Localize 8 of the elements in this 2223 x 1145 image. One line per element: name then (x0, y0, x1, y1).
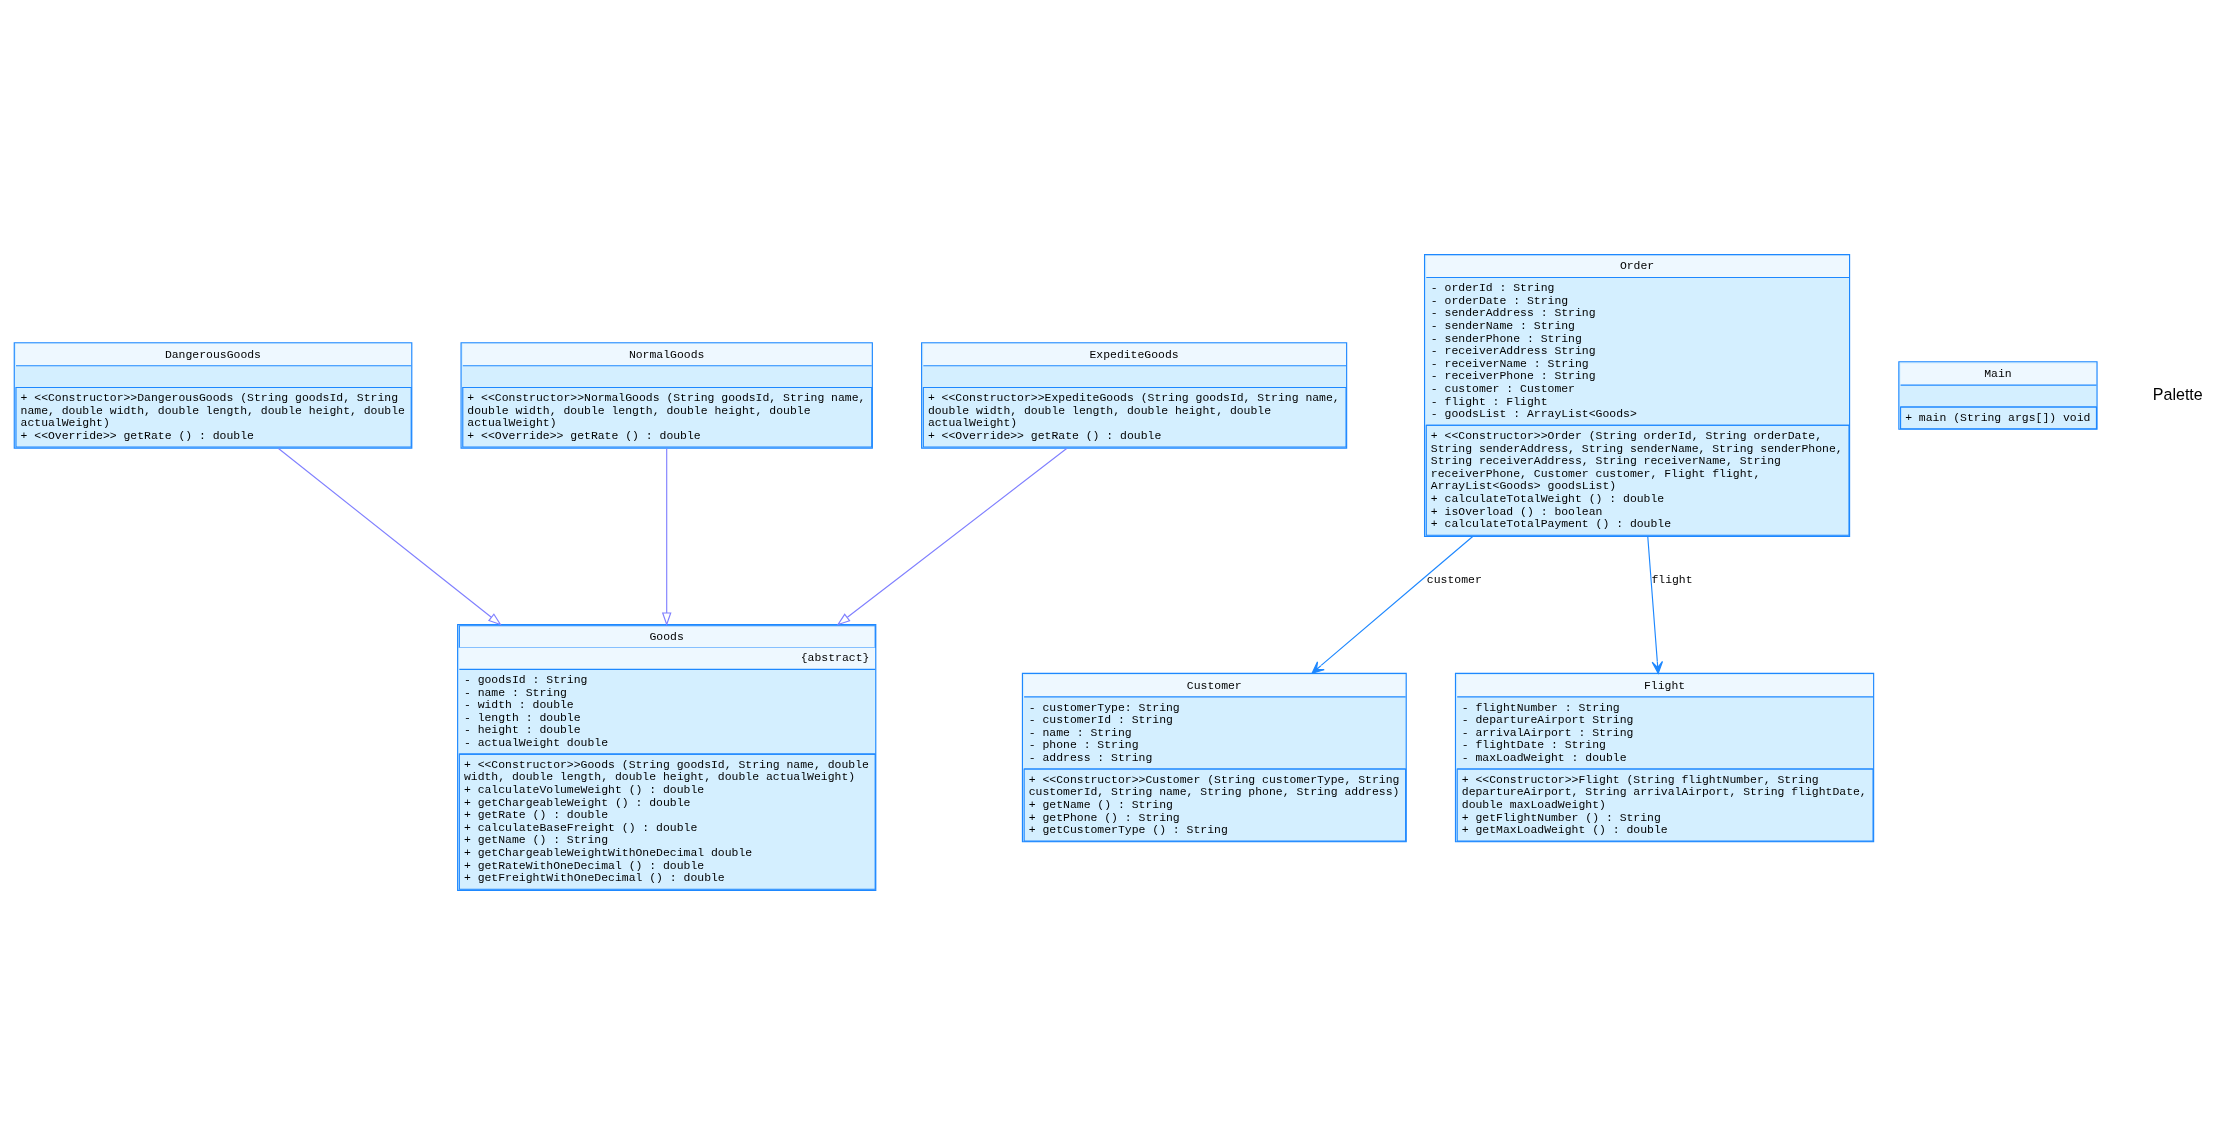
arrow (1647, 536, 1664, 674)
arrow (277, 448, 502, 626)
arrow (661, 448, 672, 627)
edge-label: customer (1426, 573, 1482, 587)
edge-label: flight (1651, 573, 1693, 587)
arrow (1311, 535, 1474, 674)
arrow (836, 448, 1068, 626)
label: Palette (2152, 384, 2203, 403)
